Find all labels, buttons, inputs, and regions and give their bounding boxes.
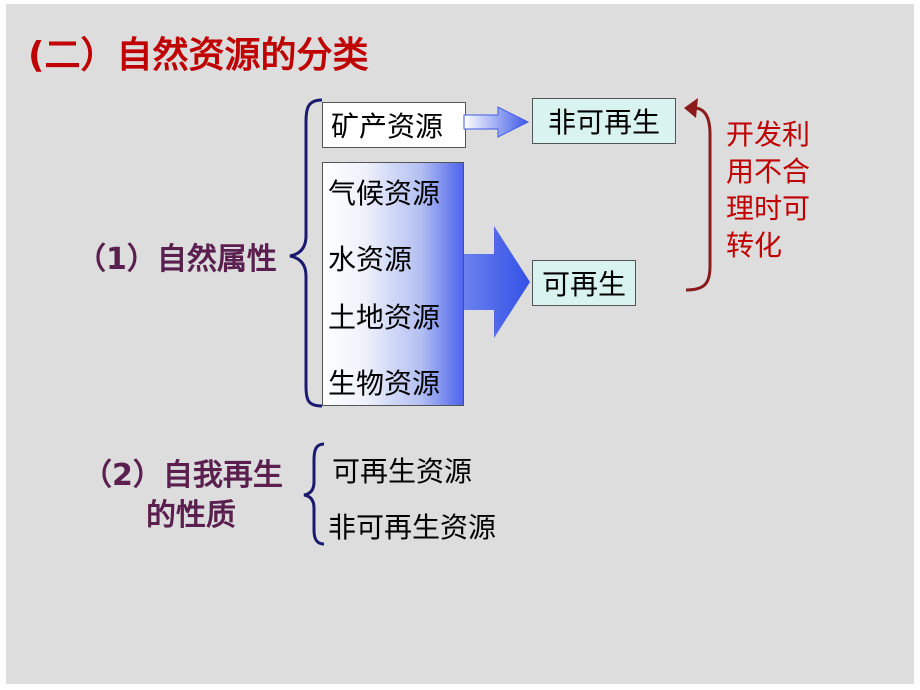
nonrenewable-target-label: 非可再生	[547, 106, 660, 139]
conversion-note: 开发利 用不合 理时可 转化	[726, 116, 826, 264]
category2-brace	[303, 442, 325, 546]
arrow-sources-to-renewable	[464, 226, 530, 338]
category2-label-line1: （2）自我再生	[82, 458, 283, 493]
mineral-resource-label: 矿产资源	[331, 110, 444, 143]
category1-brace	[289, 98, 323, 408]
category2-item-renewable: 可再生资源	[332, 455, 473, 488]
arrow-mineral-to-nonrenewable	[463, 106, 530, 138]
category2-label-line2: 的性质	[146, 498, 236, 533]
resource-water: 水资源	[328, 243, 413, 276]
slide-title: (二）自然资源的分类	[28, 35, 369, 76]
note-line-2: 用不合	[726, 155, 811, 188]
category2-item-nonrenewable: 非可再生资源	[328, 511, 497, 544]
note-line-4: 转化	[726, 229, 783, 262]
renewable-target-box: 可再生	[532, 260, 636, 306]
note-line-3: 理时可	[726, 192, 811, 225]
category1-label: （1）自然属性	[76, 242, 277, 277]
conversion-arrowhead	[684, 98, 698, 118]
renewable-target-label: 可再生	[541, 268, 626, 301]
renewable-sources-box	[322, 162, 464, 406]
mineral-resource-box: 矿产资源	[322, 102, 466, 148]
resource-climate: 气候资源	[328, 177, 441, 210]
conversion-curve-arrow	[685, 106, 712, 292]
diagram-shapes	[289, 98, 712, 546]
note-line-1: 开发利	[726, 118, 811, 151]
resource-biological: 生物资源	[328, 367, 441, 400]
slide: (二）自然资源的分类 （1）自然属性 矿产资源 气候资源 水资源 土地资源 生物…	[6, 4, 914, 684]
resource-land: 土地资源	[328, 301, 441, 334]
nonrenewable-target-box: 非可再生	[532, 98, 676, 144]
